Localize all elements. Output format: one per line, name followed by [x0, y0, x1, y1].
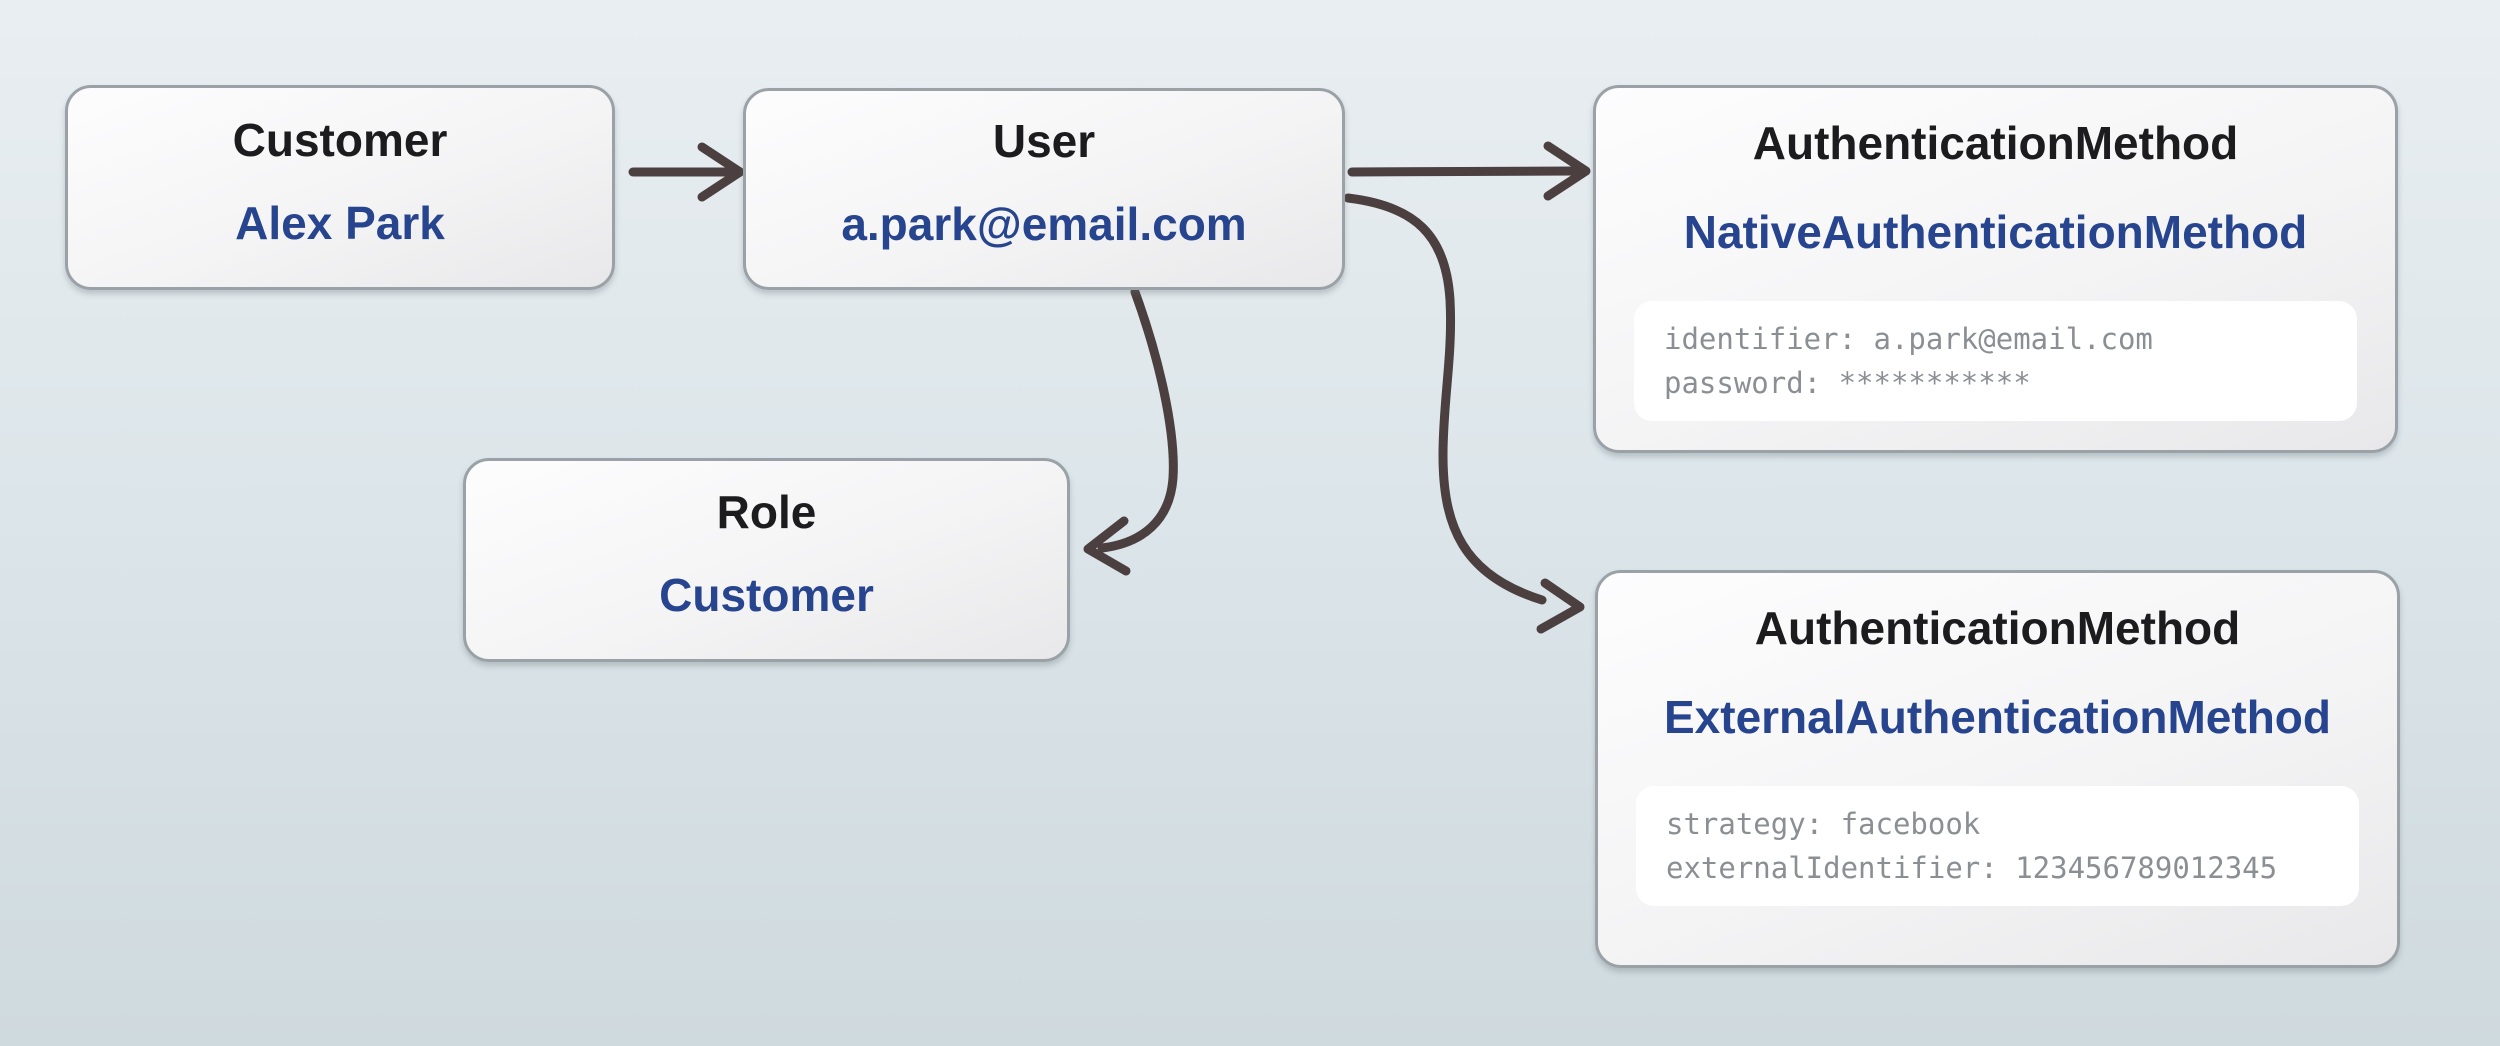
node-role-value: Customer: [659, 569, 874, 621]
node-customer-value: Alex Park: [235, 196, 445, 249]
native-auth-attribute-password: password: ***********: [1664, 366, 2031, 401]
node-native-auth-value: NativeAuthenticationMethod: [1683, 205, 2308, 258]
arrow-user-to-native-auth-icon: [1347, 141, 1591, 201]
node-native-authentication-method: AuthenticationMethod NativeAuthenticatio…: [1593, 85, 2398, 453]
external-auth-attribute-external-identifier: externalIdentifier: 123456789012345: [1666, 851, 2278, 886]
arrow-user-to-role-icon: [1083, 287, 1178, 576]
node-native-auth-title: AuthenticationMethod: [1752, 117, 2239, 169]
node-external-auth-title: AuthenticationMethod: [1754, 602, 2241, 654]
node-role-title: Role: [716, 486, 817, 539]
node-customer: Customer Alex Park: [65, 85, 615, 290]
external-auth-attributes-panel: strategy: facebook externalIdentifier: 1…: [1636, 786, 2359, 907]
node-user: User a.park@email.com: [743, 88, 1345, 290]
node-user-value: a.park@email.com: [841, 198, 1247, 250]
node-external-authentication-method: AuthenticationMethod ExternalAuthenticat…: [1595, 570, 2400, 968]
arrow-user-to-external-auth-icon: [1343, 193, 1585, 634]
node-role: Role Customer: [463, 458, 1070, 662]
native-auth-attributes-panel: identifier: a.park@email.com password: *…: [1634, 301, 2357, 422]
native-auth-attribute-identifier: identifier: a.park@email.com: [1664, 322, 2153, 357]
node-user-title: User: [992, 115, 1096, 168]
node-external-auth-value: ExternalAuthenticationMethod: [1663, 690, 2332, 743]
arrow-customer-to-user-icon: [628, 142, 745, 202]
node-customer-title: Customer: [232, 113, 448, 166]
external-auth-attribute-strategy: strategy: facebook: [1666, 807, 1981, 842]
